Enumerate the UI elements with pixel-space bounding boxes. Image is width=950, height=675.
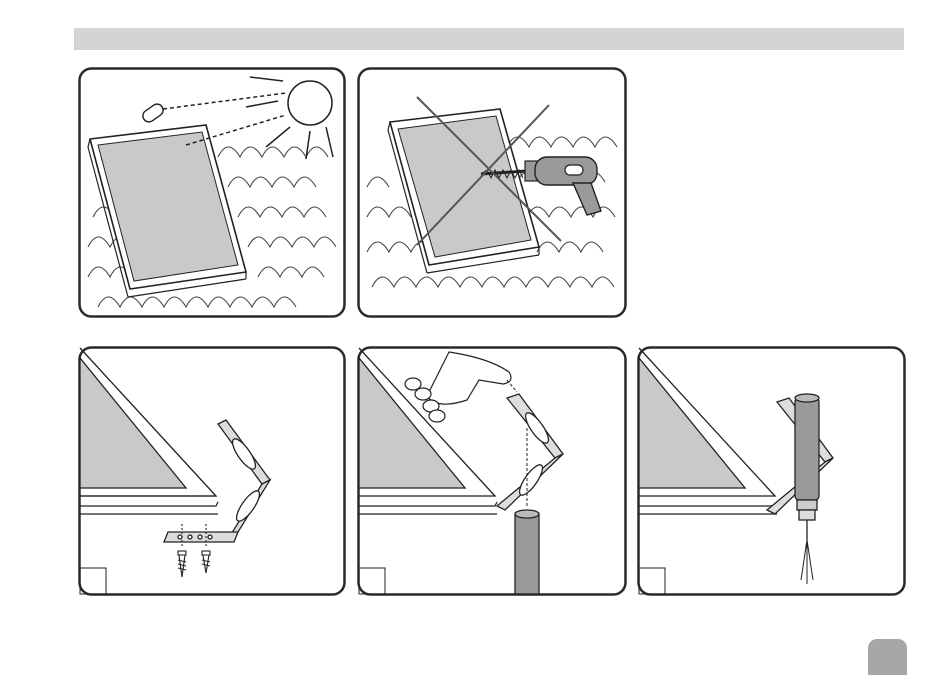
illustration-screw-bracket	[78, 346, 346, 596]
sensor-probe-icon	[515, 510, 539, 594]
header-bar	[74, 28, 904, 50]
illustration-insert-sensor	[357, 346, 627, 596]
illustration-sensor-mounted	[637, 346, 906, 596]
illustration-do-not-drill	[357, 67, 627, 318]
page-number-tab	[868, 639, 907, 675]
illustration-collector-sun	[78, 67, 346, 318]
